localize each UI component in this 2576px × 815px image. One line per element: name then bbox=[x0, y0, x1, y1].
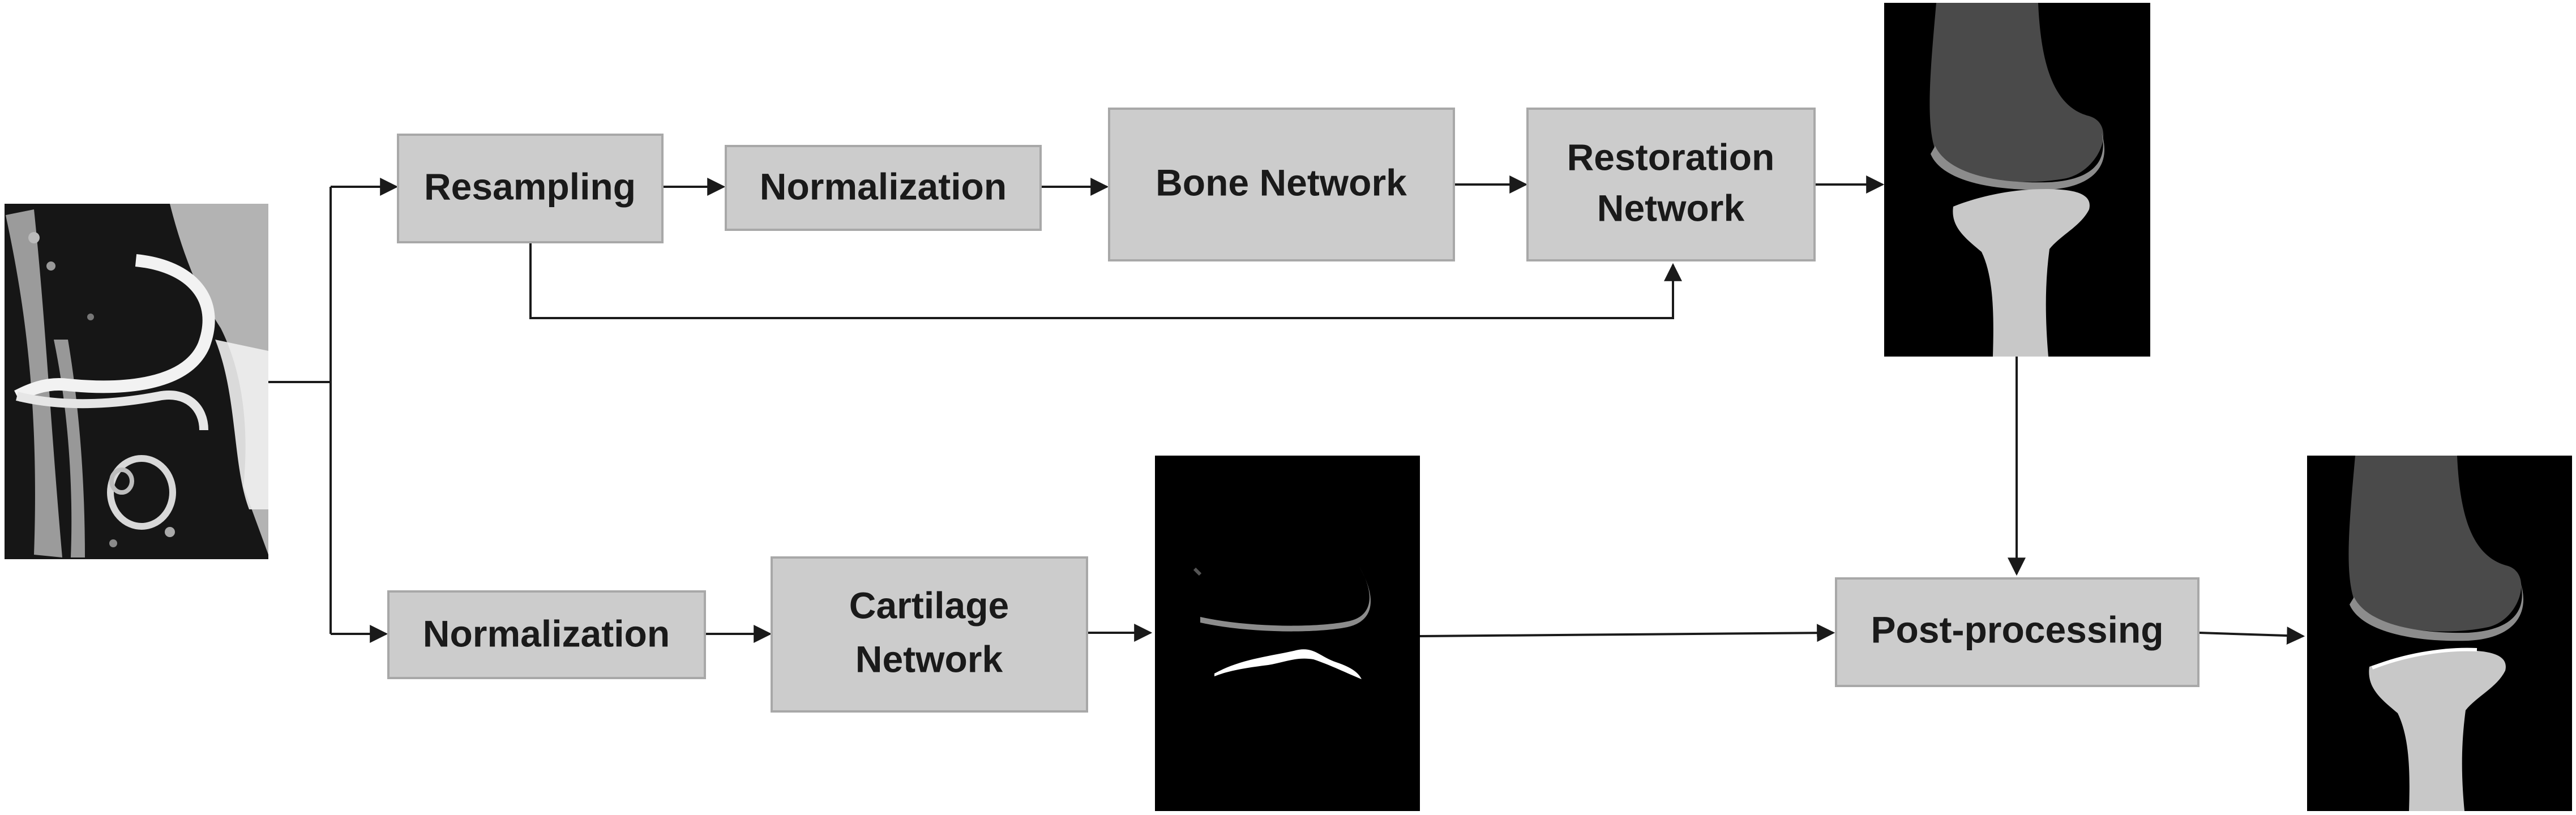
cartilage-network-label-line2: Network bbox=[855, 638, 1003, 680]
cartilage-network-label-line1: Cartilage bbox=[849, 584, 1009, 626]
skip-connection-resampling-to-restoration bbox=[529, 242, 1682, 319]
post-processing-label: Post-processing bbox=[1871, 608, 2163, 650]
tibial-cartilage-shape bbox=[1214, 649, 1362, 679]
restoration-network-label-line1: Restoration bbox=[1567, 136, 1775, 178]
bone-network-box: Bone Network bbox=[1108, 108, 1455, 261]
restoration-network-box: Restoration Network bbox=[1526, 108, 1816, 261]
final-segmentation-image bbox=[2307, 456, 2572, 811]
final-tibia-shape bbox=[2369, 650, 2506, 811]
arrow-cartilage-output-to-post-processing bbox=[1419, 624, 1835, 642]
resampling-box: Resampling bbox=[397, 134, 664, 243]
femur-shape bbox=[1929, 3, 2104, 182]
final-femur-shape bbox=[2348, 456, 2522, 632]
normalization-top-label: Normalization bbox=[760, 165, 1007, 207]
bone-network-label: Bone Network bbox=[1156, 161, 1407, 203]
cartilage-network-box: Cartilage Network bbox=[771, 556, 1088, 713]
femoral-cartilage-shape bbox=[1931, 133, 2105, 190]
bone-segmentation-image bbox=[1884, 3, 2150, 357]
input-mri-image bbox=[5, 204, 268, 559]
resampling-label: Resampling bbox=[424, 165, 636, 207]
femoral-cartilage-arc bbox=[1200, 566, 1371, 632]
normalization-bottom-label: Normalization bbox=[423, 612, 670, 654]
arrow-post-processing-to-final bbox=[2199, 627, 2305, 645]
final-femoral-cartilage-shape bbox=[2350, 583, 2524, 641]
normalization-top-box: Normalization bbox=[725, 145, 1042, 231]
post-processing-box: Post-processing bbox=[1835, 577, 2200, 687]
normalization-bottom-box: Normalization bbox=[387, 590, 706, 679]
tibia-shape bbox=[1953, 189, 2090, 357]
restoration-network-label-line2: Network bbox=[1597, 187, 1745, 229]
cartilage-segmentation-image bbox=[1155, 456, 1420, 811]
